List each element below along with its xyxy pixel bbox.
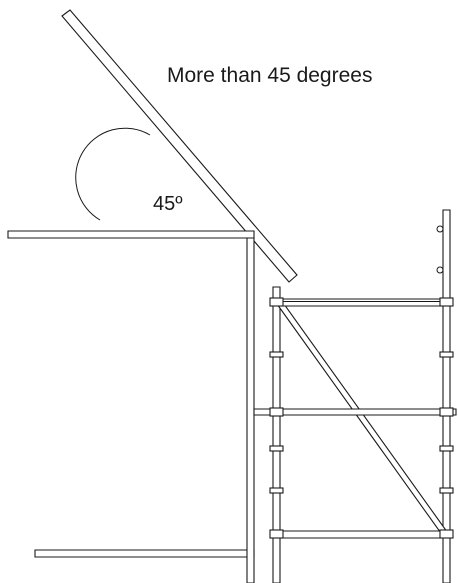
scaffold-inner-standard [272,286,281,583]
roof-slope [61,9,298,283]
coupler [269,487,284,494]
middle-transom [253,408,457,416]
clip-ring-upper [436,225,444,233]
coupler [439,445,454,452]
coupler [269,529,284,539]
coupler [439,487,454,494]
upper-slab [7,230,255,239]
diagonal-brace [275,303,452,537]
coupler [269,351,284,358]
angle-label: 45º [153,193,183,215]
lower-slab [34,549,255,558]
roof-pitch-note: More than 45 degrees [167,64,372,87]
top-transom [271,298,453,307]
clip-ring-lower [436,266,444,274]
building-wall [246,237,255,583]
coupler [269,407,284,417]
coupler [439,351,454,358]
coupler [439,529,454,539]
bottom-transom [271,530,453,539]
coupler [269,445,284,452]
coupler [439,407,454,417]
angle-arc [75,127,151,221]
coupler [439,297,454,307]
coupler [269,297,284,307]
